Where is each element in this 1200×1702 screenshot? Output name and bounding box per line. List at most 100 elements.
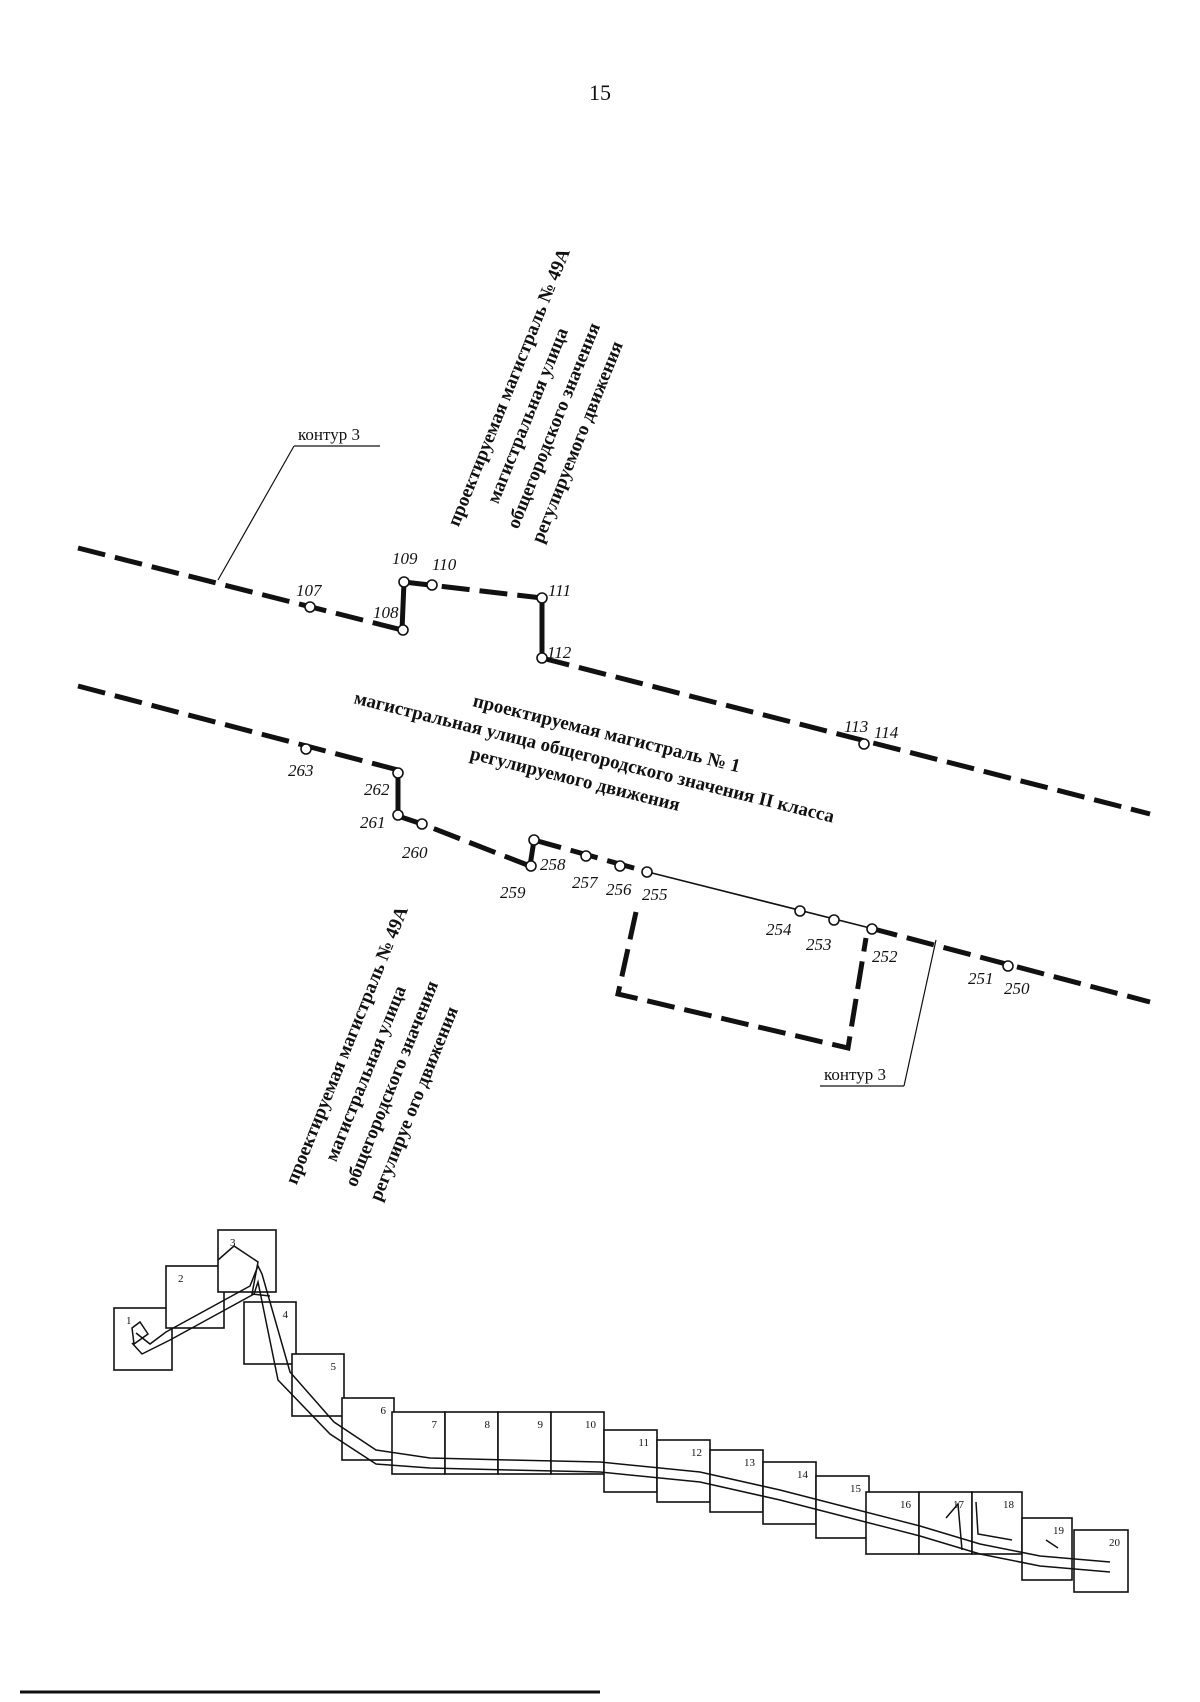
sheet-number: 4 [283, 1309, 289, 1321]
sheet-number: 5 [331, 1361, 337, 1373]
sheet-box [497, 1411, 552, 1475]
sheet-box [603, 1429, 658, 1493]
survey-point [392, 809, 404, 821]
sheet-number: 20 [1109, 1537, 1121, 1549]
survey-point [536, 592, 548, 604]
point-label: 263 [288, 761, 314, 780]
point-label: 109 [392, 549, 418, 568]
contour-label-top: контур 3 [217, 425, 380, 581]
road-49a-bottom-label: проектируемая магистраль № 49А магистрал… [282, 903, 463, 1204]
survey-point [397, 624, 409, 636]
lower-boundary: 263 262 261 260 259 258 257 256 255 254 … [77, 683, 1151, 1005]
boundary-segment [869, 925, 1151, 1005]
contour-label: контур 3 [824, 1065, 886, 1084]
contour-label: контур 3 [298, 425, 360, 444]
survey-point [304, 601, 316, 613]
sheet-number: 1 [126, 1315, 132, 1327]
route-detail [945, 1502, 963, 1551]
point-label: 259 [500, 883, 526, 902]
point-label: 260 [402, 843, 428, 862]
point-label: 110 [432, 555, 457, 574]
survey-point [525, 860, 537, 872]
point-label: 113 [844, 717, 868, 736]
sheet-box [165, 1265, 225, 1329]
boundary-segment [77, 545, 403, 633]
survey-point [528, 834, 540, 846]
sheet-box [243, 1301, 297, 1365]
sheet-number: 14 [797, 1469, 809, 1481]
sheet-number: 9 [538, 1419, 544, 1431]
point-label: 252 [872, 947, 898, 966]
sheet-number: 2 [178, 1273, 184, 1285]
sheet-box [341, 1397, 395, 1461]
point-label: 111 [548, 581, 571, 600]
point-label: 107 [296, 581, 323, 600]
boundary-segment [77, 683, 399, 773]
survey-point [794, 905, 806, 917]
route-detail [131, 1320, 150, 1346]
survey-point [614, 860, 626, 872]
sheet-box [709, 1449, 764, 1513]
sheet-number: 7 [432, 1419, 438, 1431]
contour-label-bottom: контур 3 [820, 939, 937, 1087]
survey-point [828, 914, 840, 926]
survey-point [398, 576, 410, 588]
boundary-segment [399, 581, 407, 631]
sheet-box [971, 1491, 1023, 1555]
sheet-box [1021, 1517, 1073, 1581]
sheet-box-current [815, 1475, 870, 1539]
route-path [131, 1279, 1111, 1573]
point-label: 114 [874, 723, 899, 742]
route-line [131, 1245, 1111, 1573]
point-label: 258 [540, 855, 566, 874]
sheet-number: 11 [638, 1437, 649, 1449]
route-detail [975, 1501, 1013, 1541]
survey-point [580, 850, 592, 862]
sheet-number: 3 [230, 1237, 236, 1249]
point-label: 255 [642, 885, 668, 904]
sheet-number: 16 [900, 1499, 912, 1511]
sheet-number: 13 [744, 1457, 756, 1469]
survey-point [416, 818, 428, 830]
sheet-number: 12 [691, 1447, 702, 1459]
point-label: 261 [360, 813, 386, 832]
sheet-box [291, 1353, 345, 1417]
sheet-number: 18 [1003, 1499, 1015, 1511]
road-49a-top-label: проектируемая магистраль № 49А магистрал… [444, 245, 628, 546]
point-label: 262 [364, 780, 390, 799]
survey-point [300, 743, 312, 755]
survey-point [866, 923, 878, 935]
point-label: 257 [572, 873, 599, 892]
sheet-box [391, 1411, 446, 1475]
point-label: 254 [766, 920, 792, 939]
contour-3-enclosure [615, 911, 869, 1052]
route-path [135, 1264, 1111, 1563]
sheet-box [550, 1411, 605, 1475]
survey-point [1002, 960, 1014, 972]
survey-point [858, 738, 870, 750]
point-label: 251 [968, 969, 994, 988]
survey-point [641, 866, 653, 878]
boundary-segment [541, 655, 1151, 817]
sheet-box [113, 1307, 173, 1371]
leader-line [903, 939, 937, 1087]
survey-point [426, 579, 438, 591]
point-label: 250 [1004, 979, 1030, 998]
boundary-segment [403, 579, 543, 601]
survey-point [536, 652, 548, 664]
point-label: 112 [547, 643, 572, 662]
route-detail [1045, 1539, 1059, 1549]
point-label: 256 [606, 880, 632, 899]
sheet-box [217, 1229, 277, 1293]
point-label: 108 [373, 603, 399, 622]
sheet-box [444, 1411, 499, 1475]
sheet-number: 15 [850, 1483, 862, 1495]
sheet-number: 19 [1053, 1525, 1065, 1537]
sheet-number: 6 [381, 1405, 387, 1417]
sheet-number: 10 [585, 1419, 597, 1431]
page-number: 15 [589, 80, 611, 105]
road-label-line: магистральная улица общегородского значе… [352, 688, 837, 828]
